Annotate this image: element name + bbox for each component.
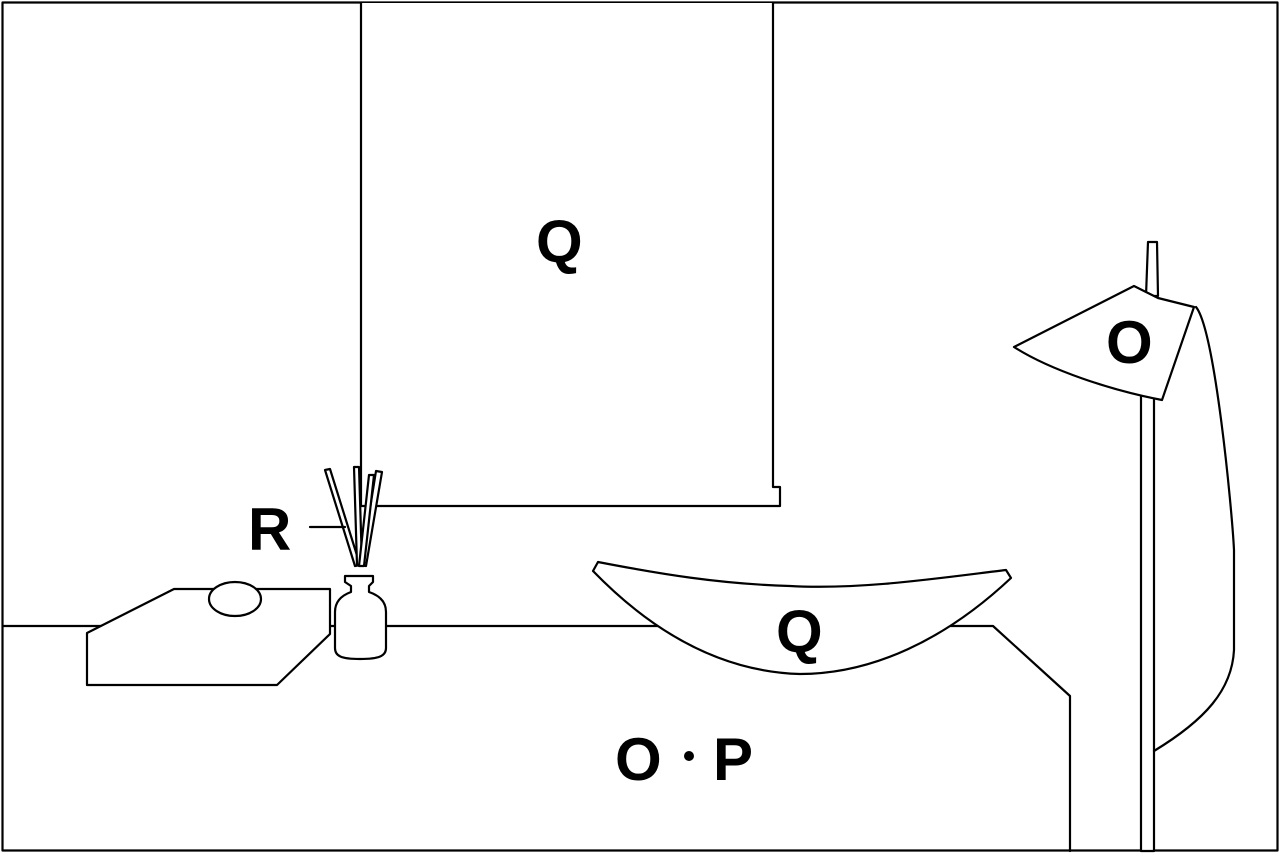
- label-window-blind: Q: [536, 208, 583, 275]
- stone: [207, 580, 263, 618]
- label-separator-dot: [684, 751, 694, 761]
- lamp-pole: [1139, 391, 1156, 853]
- diffuser-bottle: [333, 574, 388, 661]
- lamp-cable: [1152, 305, 1236, 753]
- label-reed-diffuser: R: [248, 496, 292, 563]
- reed-stick-4: [357, 473, 376, 568]
- lamp-shade: [1012, 284, 1196, 402]
- lamp-stub: [1144, 240, 1160, 298]
- tray: [85, 587, 332, 687]
- table-top-edge: [1, 624, 1072, 853]
- label-table-left: O: [615, 726, 662, 793]
- window-blind: [359, 1, 782, 508]
- label-bowl: Q: [776, 598, 823, 665]
- bowl: [591, 560, 1013, 676]
- label-lamp-shade: O: [1106, 309, 1153, 376]
- label-table-right: P: [713, 726, 754, 793]
